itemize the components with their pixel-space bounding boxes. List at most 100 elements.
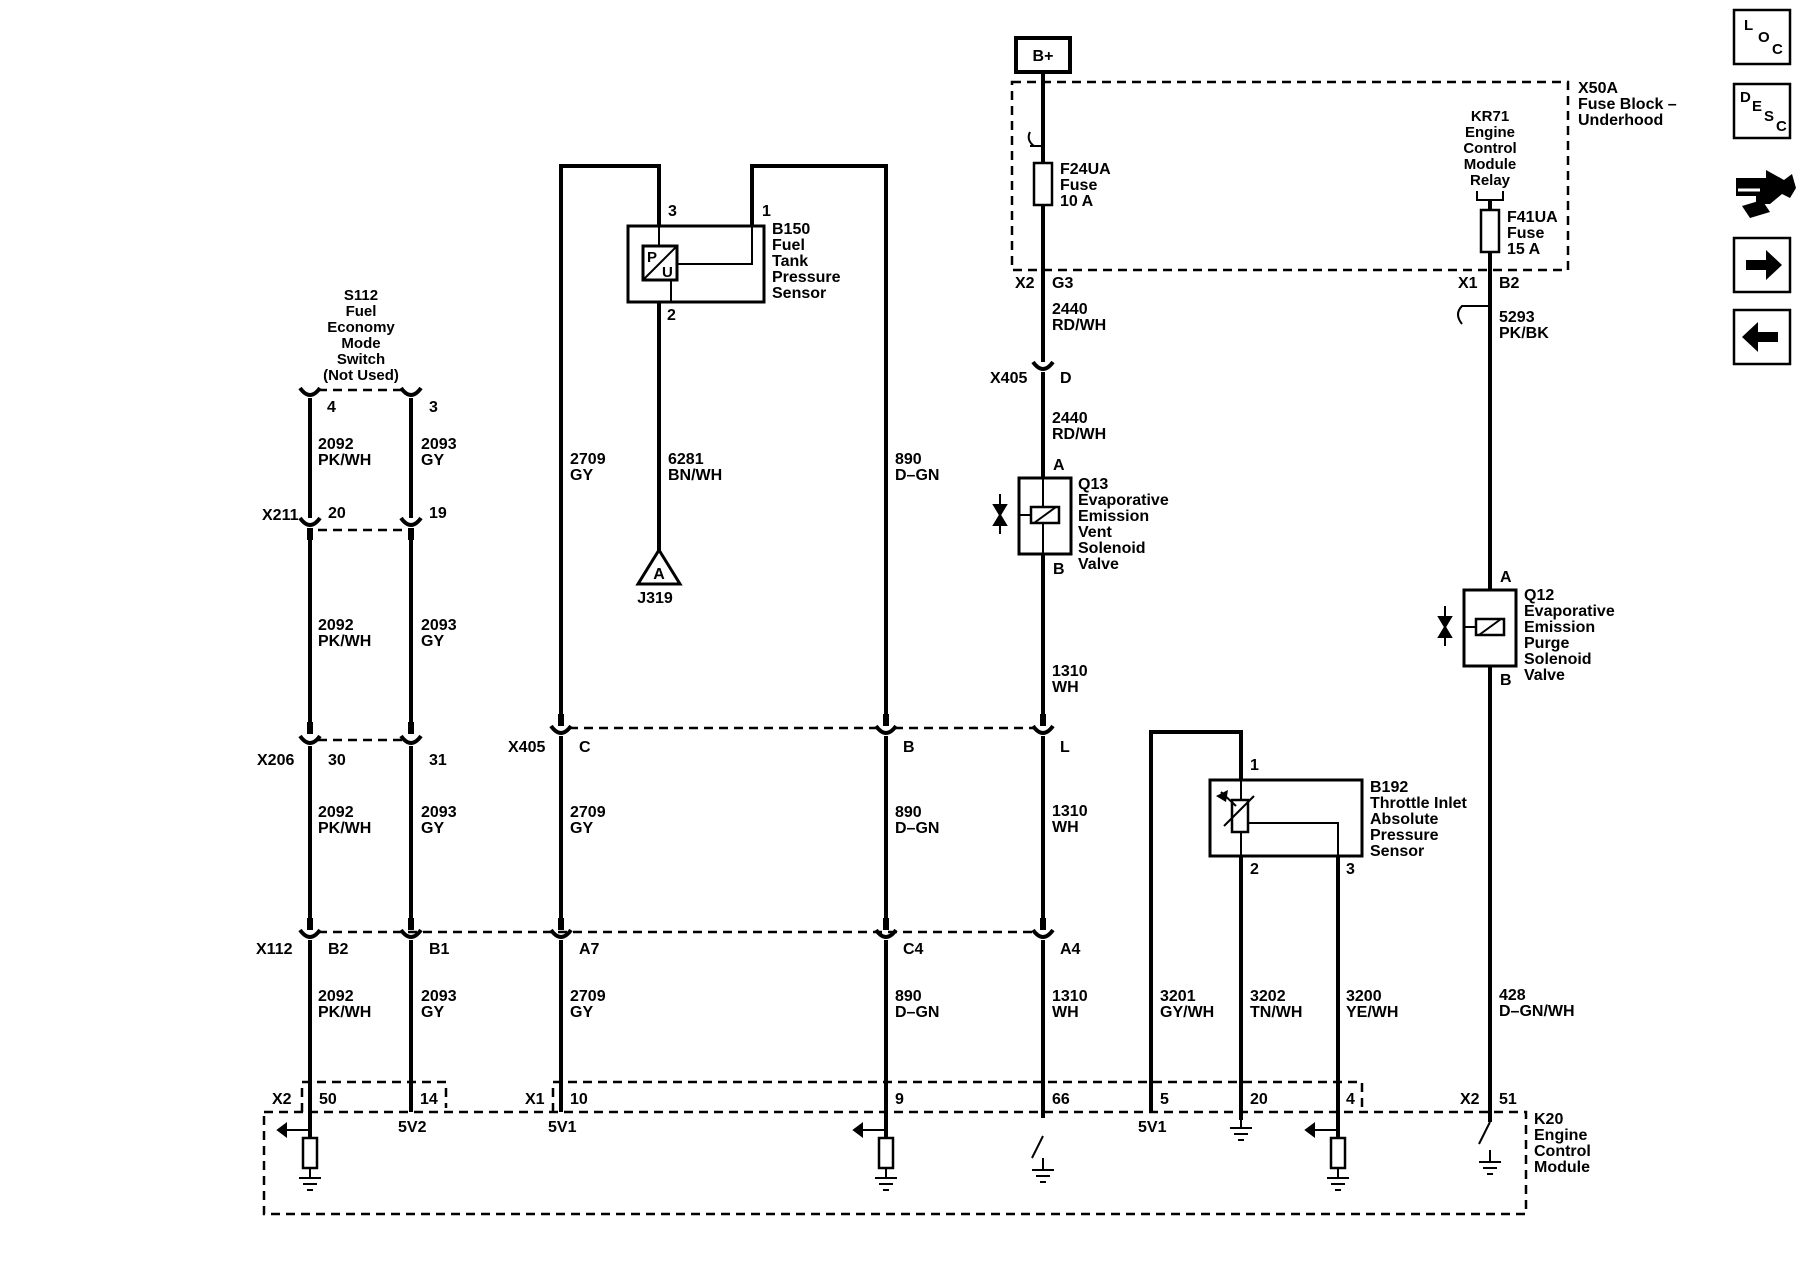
conn-x112-a7: A7: [579, 941, 600, 958]
description-button[interactable]: D E S C: [1732, 82, 1792, 140]
b192-l4: Pressure: [1370, 827, 1439, 844]
relay-l4: Module: [1464, 156, 1517, 173]
ground-icon-3: [1032, 1158, 1054, 1183]
b150-pu-u: U: [662, 264, 673, 281]
wire-3202-color: TN/WH: [1250, 1004, 1302, 1021]
q13-l2: Evaporative: [1078, 492, 1169, 509]
relay-l1: KR71: [1471, 108, 1509, 125]
ground-icon-2: [875, 1168, 897, 1191]
b192-l1: B192: [1370, 779, 1408, 796]
conn-ecm-p9: 9: [895, 1091, 904, 1108]
q12-pin-a: A: [1500, 569, 1512, 586]
j319-splice-triangle: [635, 547, 683, 586]
wire-3200-color: YE/WH: [1346, 1004, 1398, 1021]
wire-890-color-c: D–GN: [895, 1004, 939, 1021]
wire-3202-num: 3202: [1250, 988, 1286, 1005]
b192-l3: Absolute: [1370, 811, 1439, 828]
s112-l1: S112: [344, 287, 378, 304]
q12-l2: Evaporative: [1524, 603, 1615, 620]
wire-2093-num-b: 2093: [421, 617, 457, 634]
wire-2440-color-b: RD/WH: [1052, 426, 1106, 443]
desc-icon-c: C: [1776, 118, 1787, 135]
conn-ecm-p20: 20: [1250, 1091, 1268, 1108]
ecm-5v1-b: 5V1: [1138, 1119, 1167, 1136]
q12-l1: Q12: [1524, 587, 1554, 604]
wire-3201-num: 3201: [1160, 988, 1196, 1005]
ecm-x1-connector: [551, 1080, 1364, 1112]
wire-1310-num-c: 1310: [1052, 988, 1088, 1005]
wire-1310-color-b: WH: [1052, 819, 1079, 836]
q13-pin-b: B: [1053, 561, 1065, 578]
j319-letter: A: [653, 566, 665, 583]
conn-x405-b: B: [903, 739, 915, 756]
b150-pin1: 1: [762, 203, 771, 220]
location-button[interactable]: L O C: [1732, 8, 1792, 66]
ecm-resistor-3: [1329, 1136, 1347, 1170]
q13-l4: Vent: [1078, 524, 1112, 541]
conn-x206-p30: 30: [328, 752, 346, 769]
wire-1310-color-c: WH: [1052, 1004, 1079, 1021]
previous-page-button[interactable]: [1732, 308, 1792, 366]
wire-5293-color: PK/BK: [1499, 325, 1549, 342]
wire-2440-color-a: RD/WH: [1052, 317, 1106, 334]
connector-wrench-icon: [1736, 170, 1796, 204]
wire-2092-num-c: 2092: [318, 804, 354, 821]
q13-l6: Valve: [1078, 556, 1119, 573]
q13-coil-slash: [1033, 506, 1057, 524]
conn-ecm-p10: 10: [570, 1091, 588, 1108]
b150-l3: Tank: [772, 253, 808, 270]
wire-2093-color-d: GY: [421, 1004, 444, 1021]
wire-2093-num-d: 2093: [421, 988, 457, 1005]
s112-pin4: 4: [327, 399, 336, 416]
wire-2709-color-c: GY: [570, 1004, 593, 1021]
ecm-input-arrow-icon-2: [852, 1122, 886, 1138]
wire-1310-num-b: 1310: [1052, 803, 1088, 820]
ecm-l3: Control: [1534, 1143, 1591, 1160]
wire-2709-color-b: GY: [570, 820, 593, 837]
next-page-button[interactable]: [1732, 236, 1792, 294]
b150-l4: Pressure: [772, 269, 841, 286]
b192-pin1: 1: [1250, 757, 1259, 774]
loc-icon-o: O: [1758, 29, 1770, 46]
q13-l3: Emission: [1078, 508, 1149, 525]
ecm-l4: Module: [1534, 1159, 1590, 1176]
conn-x405: X405: [508, 739, 545, 756]
fuse-f24-l1: F24UA: [1060, 161, 1111, 178]
arrow-right-icon: [1746, 250, 1782, 280]
s112-l2: Fuel: [346, 303, 377, 320]
wire-2093-color-b: GY: [421, 633, 444, 650]
arrow-left-icon: [1742, 322, 1778, 352]
conn-x405-c: C: [579, 739, 591, 756]
b150-l2: Fuel: [772, 237, 805, 254]
b192-pin2: 2: [1250, 861, 1259, 878]
loc-icon-c: C: [1772, 41, 1783, 58]
wire-6281-num: 6281: [668, 451, 704, 468]
wire-2709-num-b: 2709: [570, 804, 606, 821]
b150-pin3: 3: [668, 203, 677, 220]
ecm-resistor-1: [301, 1136, 319, 1170]
conn-d: D: [1060, 370, 1072, 387]
wire-2093-color-c: GY: [421, 820, 444, 837]
ecm-5v2: 5V2: [398, 1119, 427, 1136]
wire-2092-color-b: PK/WH: [318, 633, 371, 650]
fuse-f41-l3: 15 A: [1507, 241, 1541, 258]
conn-ecm-p51: 51: [1499, 1091, 1517, 1108]
desc-icon-s: S: [1764, 108, 1774, 125]
connector-end-view-button[interactable]: [1736, 170, 1796, 218]
conn-ecm-p66: 66: [1052, 1091, 1070, 1108]
wire-6281-color: BN/WH: [668, 467, 722, 484]
ecm-input-arrow-icon-3: [1304, 1122, 1338, 1138]
fuse-block-name-l1: Fuse Block –: [1578, 96, 1677, 113]
ecm-resistor-2: [877, 1136, 895, 1170]
conn-x405-d-symbol: [1031, 360, 1055, 371]
s112-l5: Switch: [337, 351, 385, 368]
conn-x211-p20: 20: [328, 505, 346, 522]
loc-icon-l: L: [1744, 17, 1753, 34]
conn-ecm-p50: 50: [319, 1091, 337, 1108]
s112-l4: Mode: [341, 335, 380, 352]
wire-428-num: 428: [1499, 987, 1526, 1004]
wire-890-color-b: D–GN: [895, 820, 939, 837]
fuse-pigtail-f24: [1027, 131, 1043, 147]
wire-890-color-a: D–GN: [895, 467, 939, 484]
wire-2709-num-a: 2709: [570, 451, 606, 468]
